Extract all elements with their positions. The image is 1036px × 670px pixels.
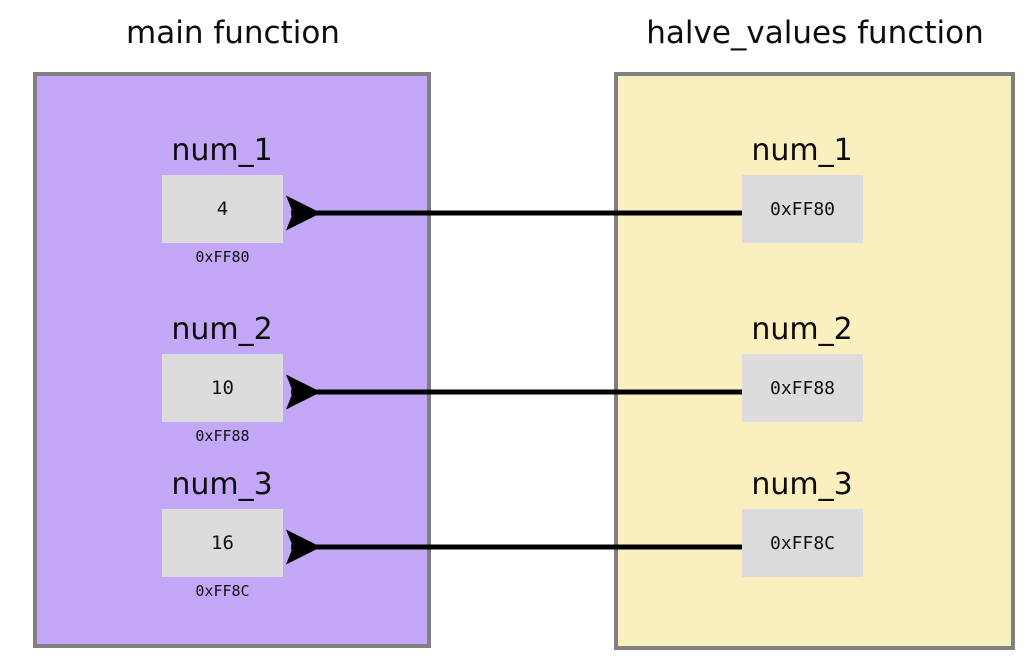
variable-name-label: num_3 bbox=[751, 467, 853, 502]
variable-name-label: num_1 bbox=[171, 133, 273, 168]
variable-value-box: 0xFF88 bbox=[742, 354, 863, 422]
variable-value-box: 0xFF80 bbox=[742, 175, 863, 243]
variable-value-box: 10 bbox=[162, 354, 283, 422]
variable-name-label: num_1 bbox=[751, 133, 853, 168]
variable-address-label: 0xFF8C bbox=[195, 582, 250, 600]
variable-value-box: 16 bbox=[162, 509, 283, 577]
halve-values-function-title: halve_values function bbox=[646, 15, 984, 51]
variable-name-label: num_3 bbox=[171, 467, 273, 502]
main-function-title: main function bbox=[126, 15, 340, 51]
variable-value-box: 4 bbox=[162, 175, 283, 243]
variable-address-label: 0xFF80 bbox=[195, 248, 250, 266]
variable-name-label: num_2 bbox=[171, 312, 273, 347]
variable-address-label: 0xFF88 bbox=[195, 427, 250, 445]
variable-name-label: num_2 bbox=[751, 312, 853, 347]
variable-value-box: 0xFF8C bbox=[742, 509, 863, 577]
